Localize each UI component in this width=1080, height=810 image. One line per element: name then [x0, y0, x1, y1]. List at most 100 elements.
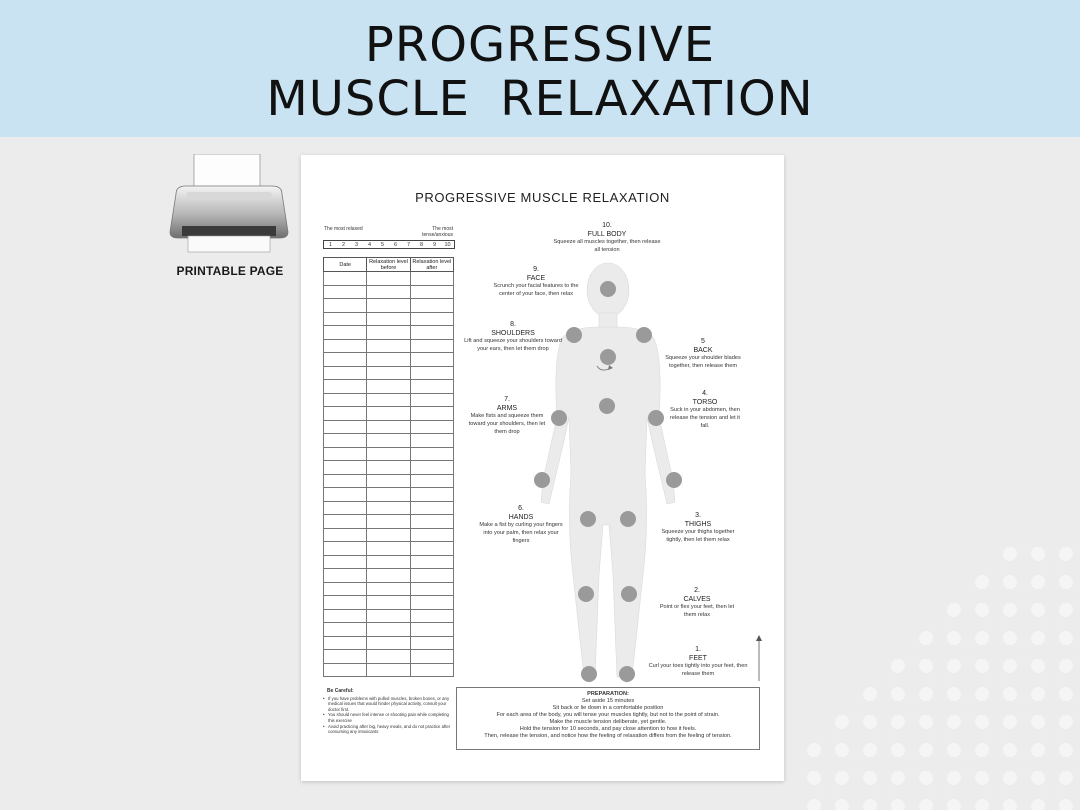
relaxation-scale: 1 2 3 4 5 6 7 8 9 10	[323, 240, 455, 249]
scale-number: 3	[354, 242, 359, 248]
step-number: 5	[701, 338, 705, 345]
step-instruction: Lift and squeeze your shoulders toward y…	[464, 338, 562, 352]
log-row	[322, 338, 455, 353]
step-shoulders: 8. SHOULDERS Lift and squeeze your shoul…	[463, 320, 563, 354]
log-cell[interactable]	[409, 460, 455, 475]
log-row	[322, 446, 455, 461]
step-name: BACK	[693, 347, 713, 354]
log-cell[interactable]	[409, 338, 455, 353]
decorative-dot	[1003, 659, 1017, 673]
step-number: 1.	[695, 646, 701, 653]
worksheet-title: PROGRESSIVE MUSCLE RELAXATION	[415, 190, 670, 205]
log-cell[interactable]	[409, 325, 455, 340]
step-number: 7.	[504, 396, 510, 403]
step-number: 2.	[694, 587, 700, 594]
log-cell[interactable]	[409, 419, 455, 434]
log-row	[322, 298, 455, 313]
log-cell[interactable]	[409, 392, 455, 407]
back-indicator-arrowhead	[608, 365, 613, 370]
decorative-dot	[1003, 631, 1017, 645]
decorative-dot	[1031, 743, 1045, 757]
log-row	[322, 271, 455, 286]
decorative-dot	[1031, 575, 1045, 589]
preparation-box: PREPARATION: Set aside 15 minutes Sit ba…	[456, 687, 760, 750]
step-name: SHOULDERS	[491, 330, 535, 337]
log-row	[322, 473, 455, 488]
log-cell[interactable]	[409, 406, 455, 421]
decorative-dot	[807, 799, 821, 810]
caution-item: Avoid practicing after big, heavy meals,…	[323, 724, 455, 735]
preparation-line: Make the muscle tension deliberate, yet …	[549, 719, 667, 725]
step-back: 5 BACK Squeeze your shoulder blades toge…	[659, 337, 747, 371]
log-cell[interactable]	[409, 311, 455, 326]
decorative-dot	[1031, 771, 1045, 785]
log-row	[322, 433, 455, 448]
muscle-spot-face	[600, 281, 616, 297]
decorative-dot	[1059, 575, 1073, 589]
decorative-dot	[863, 771, 877, 785]
scale-number: 2	[341, 242, 346, 248]
log-row	[322, 419, 455, 434]
step-thighs: 3. THIGHS Squeeze your thighs together t…	[653, 511, 743, 545]
scale-number: 1	[328, 242, 333, 248]
step-instruction: Squeeze your shoulder blades together, t…	[665, 355, 741, 369]
decorative-dot	[947, 715, 961, 729]
muscle-spot-arm-left	[551, 410, 567, 426]
decorative-dot	[1003, 575, 1017, 589]
scale-number: 7	[406, 242, 411, 248]
worksheet-page: PROGRESSIVE MUSCLE RELAXATION The most r…	[301, 155, 784, 781]
step-instruction: Squeeze all muscles together, then relea…	[553, 239, 661, 253]
decorative-dot	[919, 631, 933, 645]
log-cell[interactable]	[409, 298, 455, 313]
log-cell[interactable]	[409, 433, 455, 448]
log-row	[322, 568, 455, 583]
preparation-line: Sit back or lie down in a comfortable po…	[552, 705, 664, 711]
decorative-dot	[919, 799, 933, 810]
preparation-line: Hold the tension for 10 seconds, and pay…	[519, 726, 697, 732]
muscle-spot-foot-left	[581, 666, 597, 682]
muscle-spot-shoulder-left	[566, 327, 582, 343]
log-row	[322, 662, 455, 677]
scale-min-label: The most relaxed	[324, 226, 363, 232]
muscle-spot-thigh-right	[620, 511, 636, 527]
scale-number: 8	[419, 242, 424, 248]
log-cell[interactable]	[409, 487, 455, 502]
log-cell[interactable]	[409, 662, 455, 677]
log-cell[interactable]	[409, 284, 455, 299]
step-number: 8.	[510, 321, 516, 328]
log-row	[322, 500, 455, 515]
scale-number: 4	[367, 242, 372, 248]
decorative-dot	[1003, 547, 1017, 561]
step-name: TORSO	[692, 399, 718, 406]
decorative-dot	[975, 799, 989, 810]
arrow-up-icon	[756, 635, 762, 641]
log-cell[interactable]	[409, 379, 455, 394]
decorative-dot	[1059, 659, 1073, 673]
decorative-dot	[947, 799, 961, 810]
log-cell[interactable]	[409, 446, 455, 461]
step-number: 9.	[533, 266, 539, 273]
preparation-line: Set aside 15 minutes	[581, 698, 635, 704]
caution-item: You should never feel intense or shootin…	[323, 712, 455, 723]
decorative-dot	[835, 743, 849, 757]
preparation-line: Then, release the tension, and notice ho…	[484, 733, 732, 739]
muscle-spot-back	[600, 349, 616, 365]
step-arms: 7. ARMS Make fists and squeeze them towa…	[463, 395, 551, 436]
decorative-dot	[975, 575, 989, 589]
log-row	[322, 406, 455, 421]
log-row	[322, 284, 455, 299]
decorative-dot	[807, 743, 821, 757]
log-cell[interactable]	[409, 352, 455, 367]
decorative-dot	[891, 687, 905, 701]
log-cell[interactable]	[409, 473, 455, 488]
decorative-dot	[807, 771, 821, 785]
step-number: 4.	[702, 390, 708, 397]
scale-number: 9	[432, 242, 437, 248]
log-cell[interactable]	[409, 365, 455, 380]
step-name: ARMS	[496, 405, 518, 412]
log-cell[interactable]	[409, 271, 455, 286]
muscle-spot-calf-left	[578, 586, 594, 602]
step-name: HANDS	[508, 514, 534, 521]
decorative-dot	[835, 715, 849, 729]
log-row	[322, 392, 455, 407]
